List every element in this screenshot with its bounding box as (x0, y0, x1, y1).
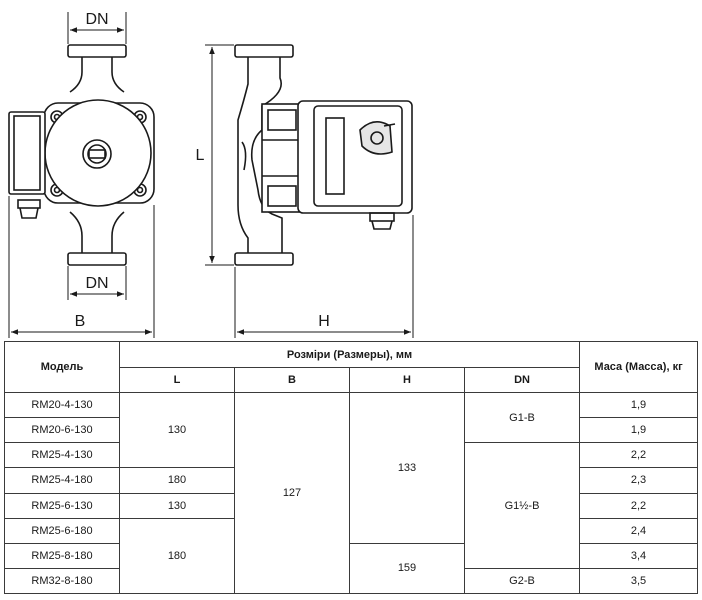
dn-bottom-label: DN (85, 275, 108, 292)
header-mass: Маса (Масса), кг (579, 340, 699, 394)
mass-cell: 1,9 (579, 392, 699, 419)
model-cell: RM25-4-130 (4, 442, 120, 469)
mass-cell: 1,9 (579, 417, 699, 444)
h-label: H (318, 313, 330, 330)
header-model: Модель (4, 340, 120, 394)
pump-front-view (8, 44, 155, 266)
l-label: L (196, 147, 205, 164)
mass-cell: 2,2 (579, 442, 699, 469)
l-cell: 180 (119, 467, 235, 494)
h-cell: 133 (349, 392, 465, 544)
mass-cell: 2,4 (579, 517, 699, 544)
pump-technical-drawing: DN DN B L H (8, 11, 414, 338)
mass-cell: 2,3 (579, 467, 699, 494)
l-cell: 130 (119, 392, 235, 469)
dn-cell: G2-B (463, 567, 581, 595)
l-cell: 130 (119, 492, 235, 519)
front-view-dimensions (8, 12, 155, 338)
header-dn: DN (463, 367, 581, 394)
model-cell: RM25-6-130 (4, 492, 120, 519)
h-cell: 159 (349, 542, 465, 595)
model-cell: RM32-8-180 (4, 567, 120, 595)
dn-top-label: DN (85, 11, 108, 28)
dn-cell: G1-B (463, 392, 581, 444)
spec-table-wrapper: Модель Розміри (Размеры), мм Маса (Масса… (4, 340, 699, 595)
header-dimensions: Розміри (Размеры), мм (118, 340, 581, 369)
mass-cell: 3,5 (579, 567, 699, 595)
model-cell: RM25-8-180 (4, 542, 120, 569)
b-label: B (75, 313, 86, 330)
side-view-dimensions (205, 44, 414, 338)
spec-table: Модель Розміри (Размеры), мм Маса (Масса… (4, 340, 699, 595)
model-cell: RM25-4-180 (4, 467, 120, 494)
model-cell: RM20-4-130 (4, 392, 120, 419)
l-cell: 180 (119, 517, 235, 595)
model-cell: RM20-6-130 (4, 417, 120, 444)
header-h: H (349, 367, 465, 394)
header-b: B (234, 367, 350, 394)
mass-cell: 2,2 (579, 492, 699, 519)
header-l: L (119, 367, 235, 394)
model-cell: RM25-6-180 (4, 517, 120, 544)
b-cell: 127 (234, 392, 350, 594)
mass-cell: 3,4 (579, 542, 699, 569)
pump-side-view (234, 44, 413, 266)
dn-cell: G1½-B (463, 442, 581, 569)
